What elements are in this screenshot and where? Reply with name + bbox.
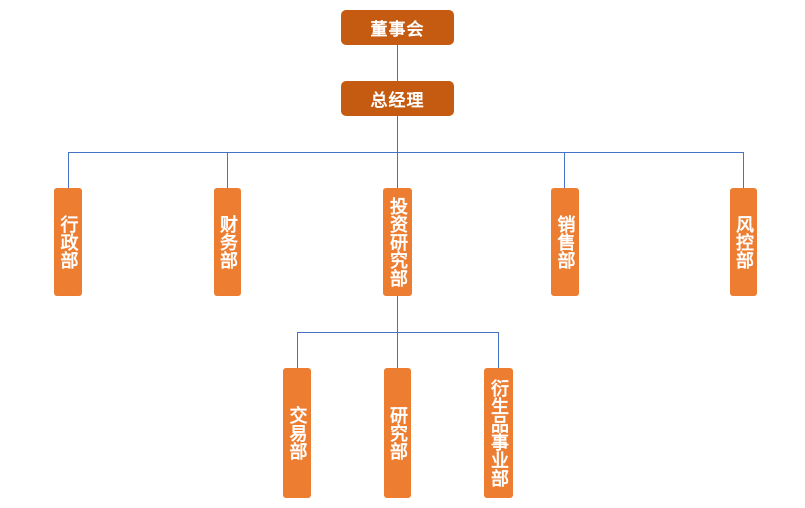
admin-dept-box: 行政部 (54, 188, 82, 296)
investment-research-dept-label: 投资研究部 (387, 197, 408, 287)
research-dept-label: 研究部 (387, 406, 408, 460)
admin-dept-label: 行政部 (57, 215, 79, 269)
trading-dept-label: 交易部 (286, 406, 308, 460)
board-box: 董事会 (341, 10, 454, 45)
finance-dept-box: 财务部 (214, 188, 241, 296)
sales-dept-box: 销售部 (551, 188, 579, 296)
research-dept-box: 研究部 (384, 368, 411, 498)
risk-control-dept-label: 风控部 (733, 215, 754, 269)
sales-dept-label: 销售部 (554, 215, 576, 269)
finance-dept-label: 财务部 (217, 215, 238, 269)
general-manager-box: 总经理 (341, 81, 454, 116)
trading-dept-box: 交易部 (283, 368, 311, 498)
general-manager-label: 总经理 (370, 91, 425, 111)
derivatives-dept-box: 衍生品事业部 (484, 368, 513, 498)
investment-research-dept-box: 投资研究部 (383, 188, 412, 296)
derivatives-dept-label: 衍生品事业部 (488, 379, 509, 487)
board-label: 董事会 (370, 20, 425, 40)
risk-control-dept-box: 风控部 (730, 188, 757, 296)
